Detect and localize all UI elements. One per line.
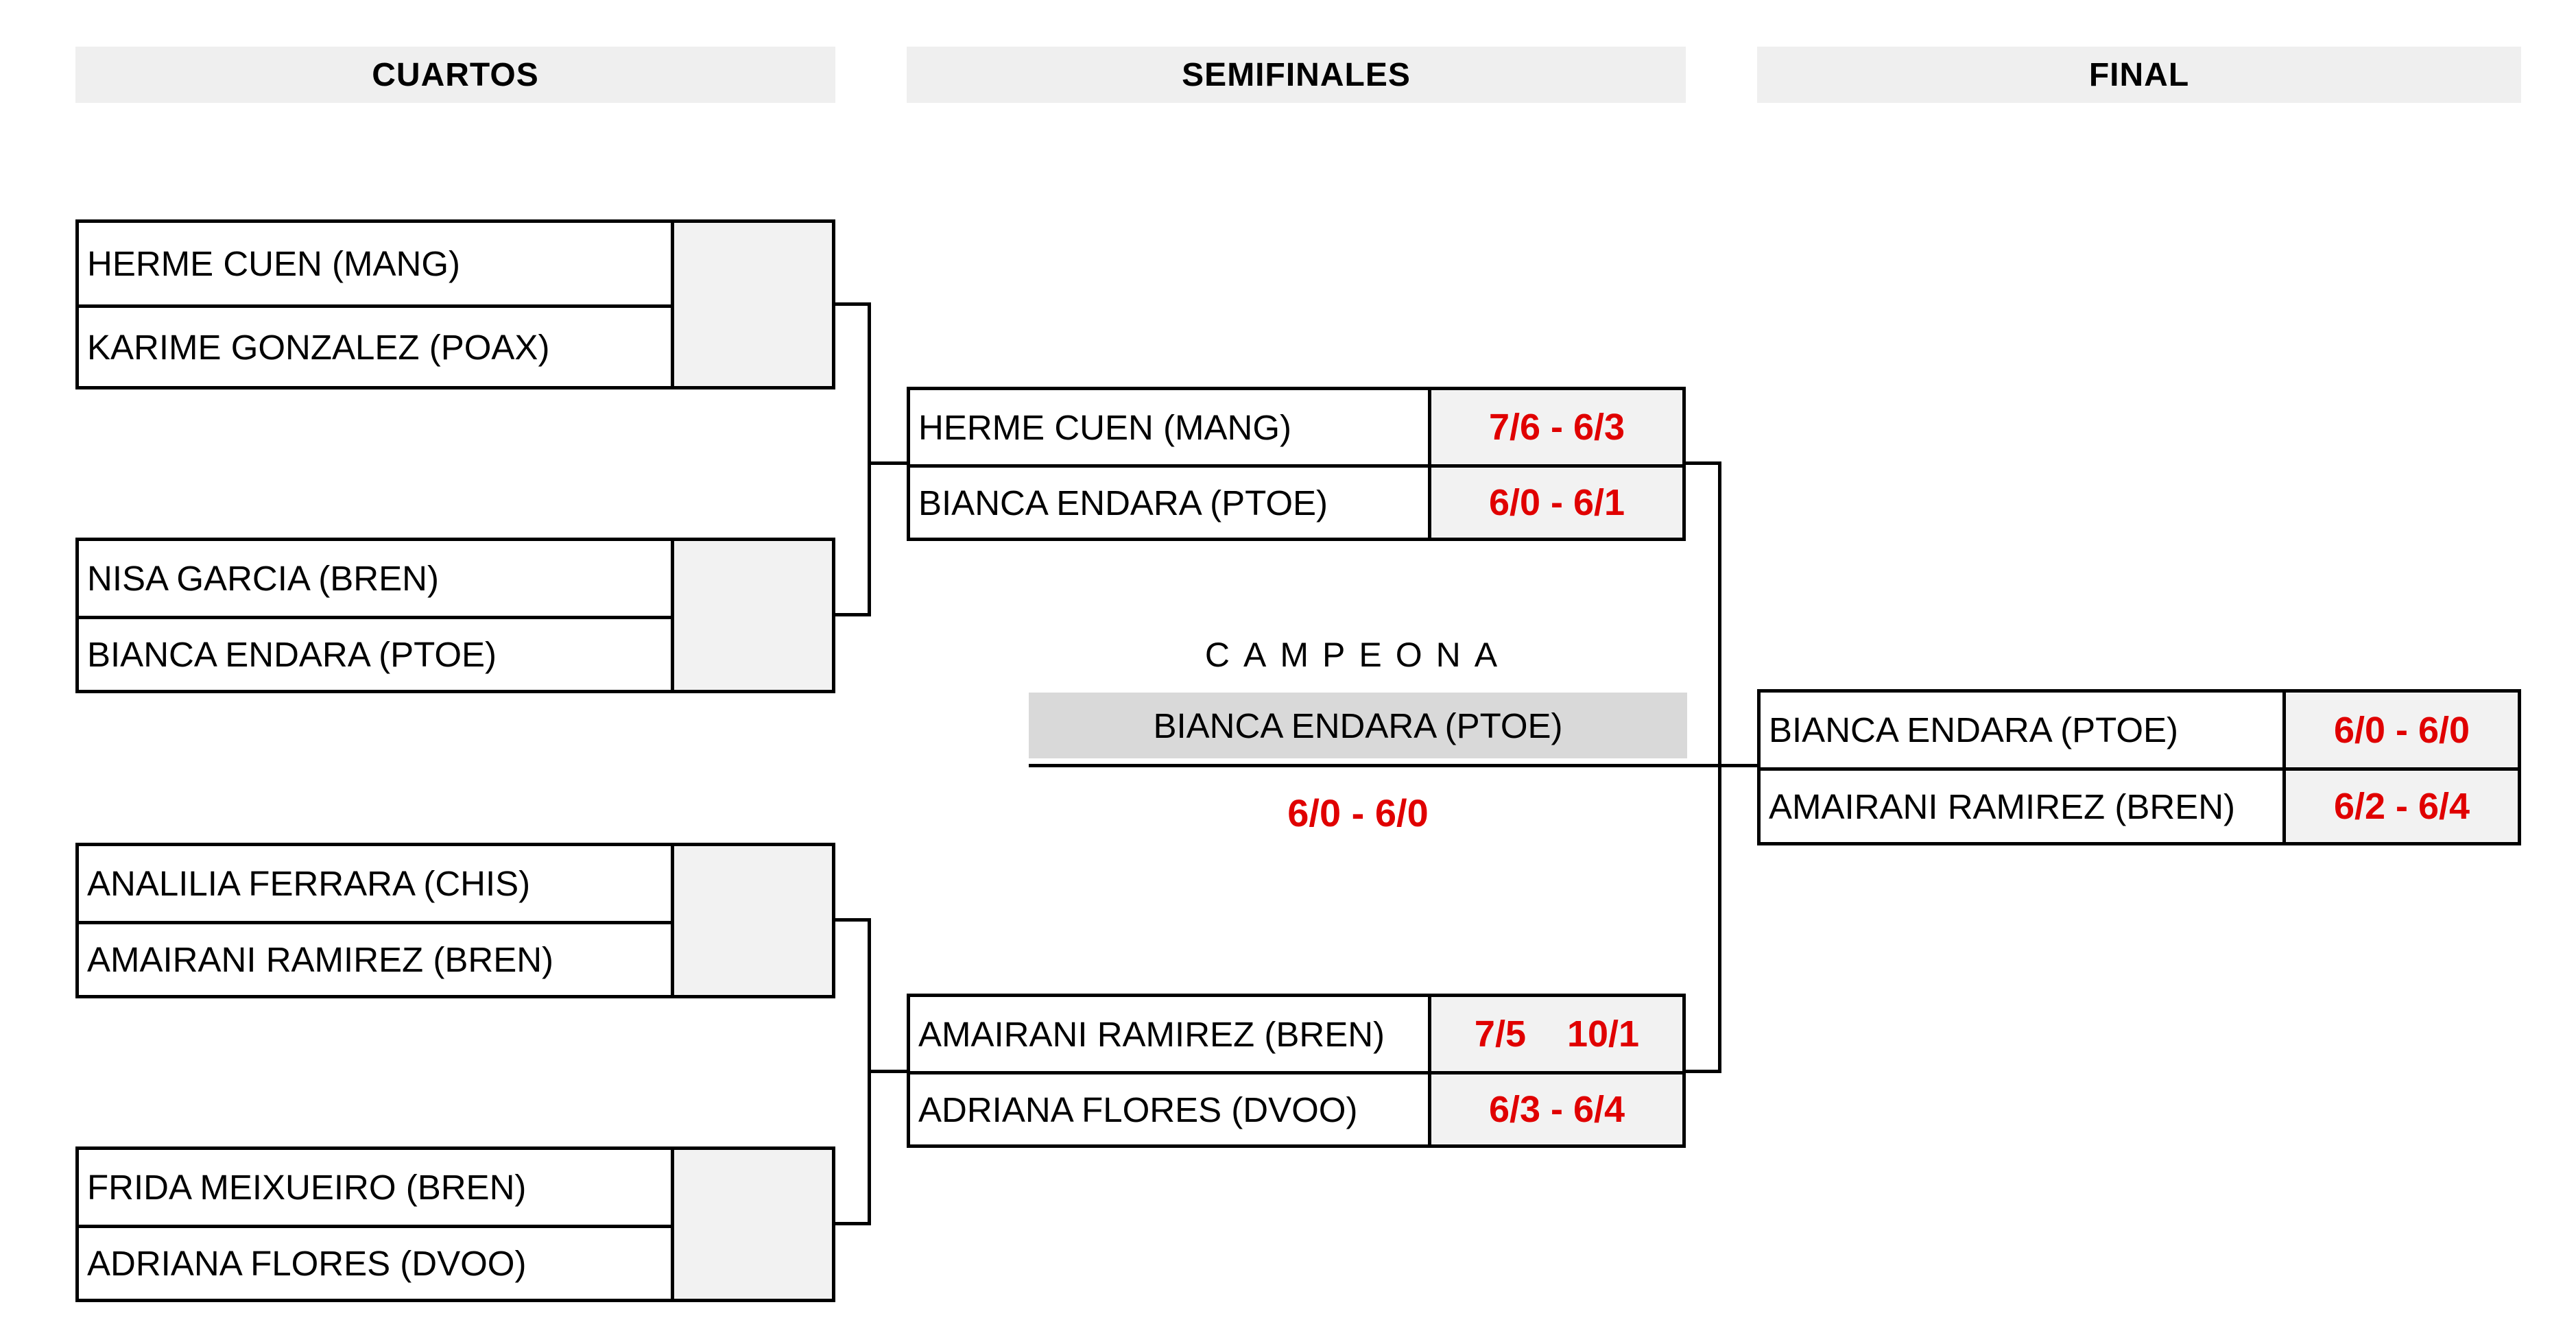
cuartos-match-3: ANALILIA FERRARA (CHIS) AMAIRANI RAMIREZ… xyxy=(75,843,835,998)
bracket-connector xyxy=(833,302,871,306)
player-name: AMAIRANI RAMIREZ (BREN) xyxy=(87,940,554,979)
score-cell: 6/0 - 6/0 xyxy=(2282,693,2518,767)
bracket-connector xyxy=(833,918,871,922)
player-name: BIANCA ENDARA (PTOE) xyxy=(87,635,497,674)
player-name: ADRIANA FLORES (DVOO) xyxy=(87,1244,527,1283)
bracket-connector xyxy=(1684,461,1721,465)
player-name: ADRIANA FLORES (DVOO) xyxy=(918,1090,1358,1129)
final-match: BIANCA ENDARA (PTOE) 6/0 - 6/0 AMAIRANI … xyxy=(1757,689,2521,845)
player-name: BIANCA ENDARA (PTOE) xyxy=(918,483,1328,523)
bracket-connector xyxy=(1718,461,1721,1073)
header-semifinales: SEMIFINALES xyxy=(907,47,1686,103)
player-name: AMAIRANI RAMIREZ (BREN) xyxy=(1769,786,2236,826)
champion-line xyxy=(1029,764,1759,767)
champion-label: CAMPEONA xyxy=(1204,636,1512,674)
bracket-connector xyxy=(833,1222,871,1225)
header-cuartos: CUARTOS xyxy=(75,47,835,103)
bracket-connector xyxy=(868,302,871,616)
semifinal-match-1: HERME CUEN (MANG) 7/6 - 6/3 BIANCA ENDAR… xyxy=(907,387,1686,541)
bracket-connector xyxy=(833,613,871,616)
player-name: ANALILIA FERRARA (CHIS) xyxy=(87,864,531,903)
player-name: HERME CUEN (MANG) xyxy=(918,407,1291,447)
score-cell xyxy=(671,1150,832,1299)
player-name: HERME CUEN (MANG) xyxy=(87,244,460,283)
score-cell: 7/6 - 6/3 xyxy=(1428,390,1682,464)
score-cell: 6/3 - 6/4 xyxy=(1428,1074,1682,1144)
cuartos-match-4: FRIDA MEIXUEIRO (BREN) ADRIANA FLORES (D… xyxy=(75,1146,835,1302)
player-name: NISA GARCIA (BREN) xyxy=(87,559,439,598)
bracket-connector xyxy=(868,1070,909,1073)
bracket-connector xyxy=(1684,1070,1721,1073)
score-cell xyxy=(671,223,832,386)
semifinal-match-2: AMAIRANI RAMIREZ (BREN) 7/5 10/1 ADRIANA… xyxy=(907,994,1686,1148)
score-cell xyxy=(671,541,832,690)
cuartos-match-2: NISA GARCIA (BREN) BIANCA ENDARA (PTOE) xyxy=(75,538,835,693)
score-cell: 7/5 10/1 xyxy=(1428,997,1682,1071)
score-cell xyxy=(671,846,832,995)
player-name: KARIME GONZALEZ (POAX) xyxy=(87,327,550,367)
cuartos-match-1: HERME CUEN (MANG) KARIME GONZALEZ (POAX) xyxy=(75,219,835,389)
player-name: FRIDA MEIXUEIRO (BREN) xyxy=(87,1168,527,1207)
champion-score: 6/0 - 6/0 xyxy=(1287,791,1429,834)
player-name: AMAIRANI RAMIREZ (BREN) xyxy=(918,1014,1385,1054)
score-cell: 6/2 - 6/4 xyxy=(2282,771,2518,842)
player-name: BIANCA ENDARA (PTOE) xyxy=(1769,710,2179,749)
bracket-connector xyxy=(868,461,909,465)
header-final: FINAL xyxy=(1757,47,2521,103)
champion-name: BIANCA ENDARA (PTOE) xyxy=(1029,693,1687,758)
score-cell: 6/0 - 6/1 xyxy=(1428,468,1682,538)
